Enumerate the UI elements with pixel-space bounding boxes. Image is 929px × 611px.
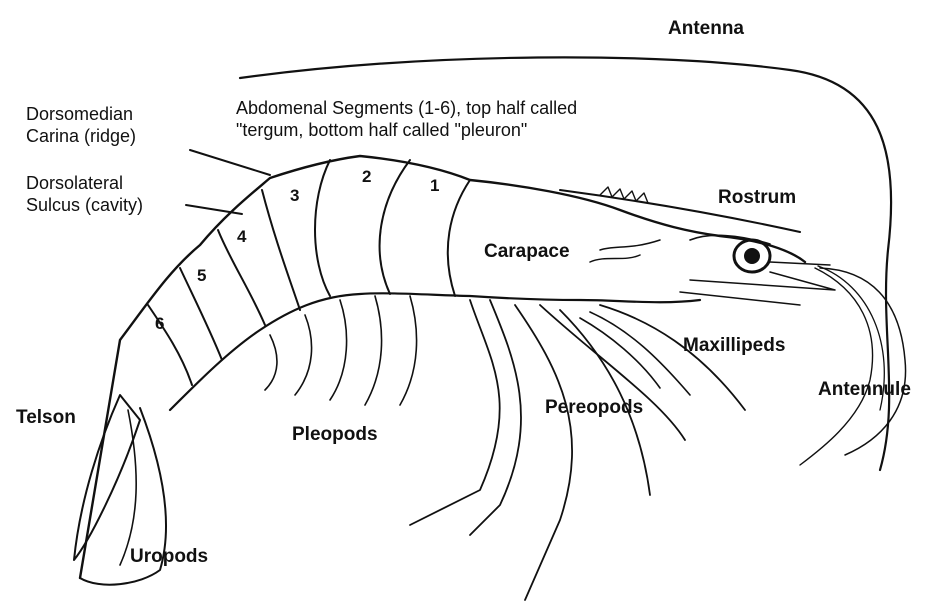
label-dorsomedian-line-1: Dorsomedian bbox=[26, 103, 136, 125]
segment-divider-3 bbox=[315, 160, 330, 296]
pereopod-4 bbox=[540, 305, 685, 440]
pereopod-1 bbox=[410, 300, 500, 525]
segment-number-2: 2 bbox=[362, 167, 371, 187]
label-carapace: Carapace bbox=[484, 241, 570, 263]
pereopod-2 bbox=[470, 300, 521, 535]
label-abdominal-line-2: "tergum, bottom half called "pleuron" bbox=[236, 119, 577, 141]
label-dorsolateral-line-1: Dorsolateral bbox=[26, 172, 143, 194]
label-abdominal-segments: Abdomenal Segments (1-6), top half calle… bbox=[236, 97, 577, 141]
pleopod-2 bbox=[365, 296, 382, 405]
body-ventral-outline bbox=[170, 293, 700, 410]
label-dorsolateral-line-2: Sulcus (cavity) bbox=[26, 194, 143, 216]
eye-pupil bbox=[745, 249, 759, 263]
maxilliped-1 bbox=[600, 305, 745, 410]
label-rostrum: Rostrum bbox=[718, 187, 796, 209]
body-dorsal-outline bbox=[80, 156, 805, 578]
antenna-whip-outer bbox=[820, 268, 906, 455]
segment-divider-2 bbox=[380, 160, 410, 294]
label-dorsomedian-line-2: Carina (ridge) bbox=[26, 125, 136, 147]
segment-number-5: 5 bbox=[197, 266, 206, 286]
label-maxillipeds: Maxillipeds bbox=[683, 335, 785, 357]
label-pereopods: Pereopods bbox=[545, 397, 643, 419]
carapace-groove bbox=[600, 240, 660, 250]
pleopod-1 bbox=[400, 296, 417, 405]
segment-divider-4 bbox=[262, 190, 300, 310]
label-abdominal-line-1: Abdomenal Segments (1-6), top half calle… bbox=[236, 97, 577, 119]
label-dorsolateral-sulcus: Dorsolateral Sulcus (cavity) bbox=[26, 172, 143, 216]
pereopod-3 bbox=[515, 305, 572, 600]
head-appendage bbox=[680, 262, 835, 305]
label-telson: Telson bbox=[16, 407, 76, 429]
segment-number-4: 4 bbox=[237, 227, 246, 247]
segment-divider-1 bbox=[448, 180, 470, 296]
segment-number-6: 6 bbox=[155, 314, 164, 334]
pleopod-5 bbox=[265, 335, 277, 390]
pleopod-3 bbox=[330, 300, 347, 400]
pleopod-4 bbox=[295, 315, 312, 395]
uropod-inner bbox=[120, 410, 136, 565]
dorsomedian-leader bbox=[190, 150, 270, 175]
segment-number-3: 3 bbox=[290, 186, 299, 206]
label-antennule: Antennule bbox=[818, 379, 911, 401]
label-uropods: Uropods bbox=[130, 546, 208, 568]
label-antenna: Antenna bbox=[668, 18, 744, 40]
segment-number-1: 1 bbox=[430, 176, 439, 196]
carapace-groove-2 bbox=[590, 255, 640, 262]
maxilliped-2 bbox=[590, 312, 690, 395]
label-pleopods: Pleopods bbox=[292, 424, 378, 446]
label-dorsomedian-carina: Dorsomedian Carina (ridge) bbox=[26, 103, 136, 147]
rostrum-teeth bbox=[600, 187, 648, 203]
